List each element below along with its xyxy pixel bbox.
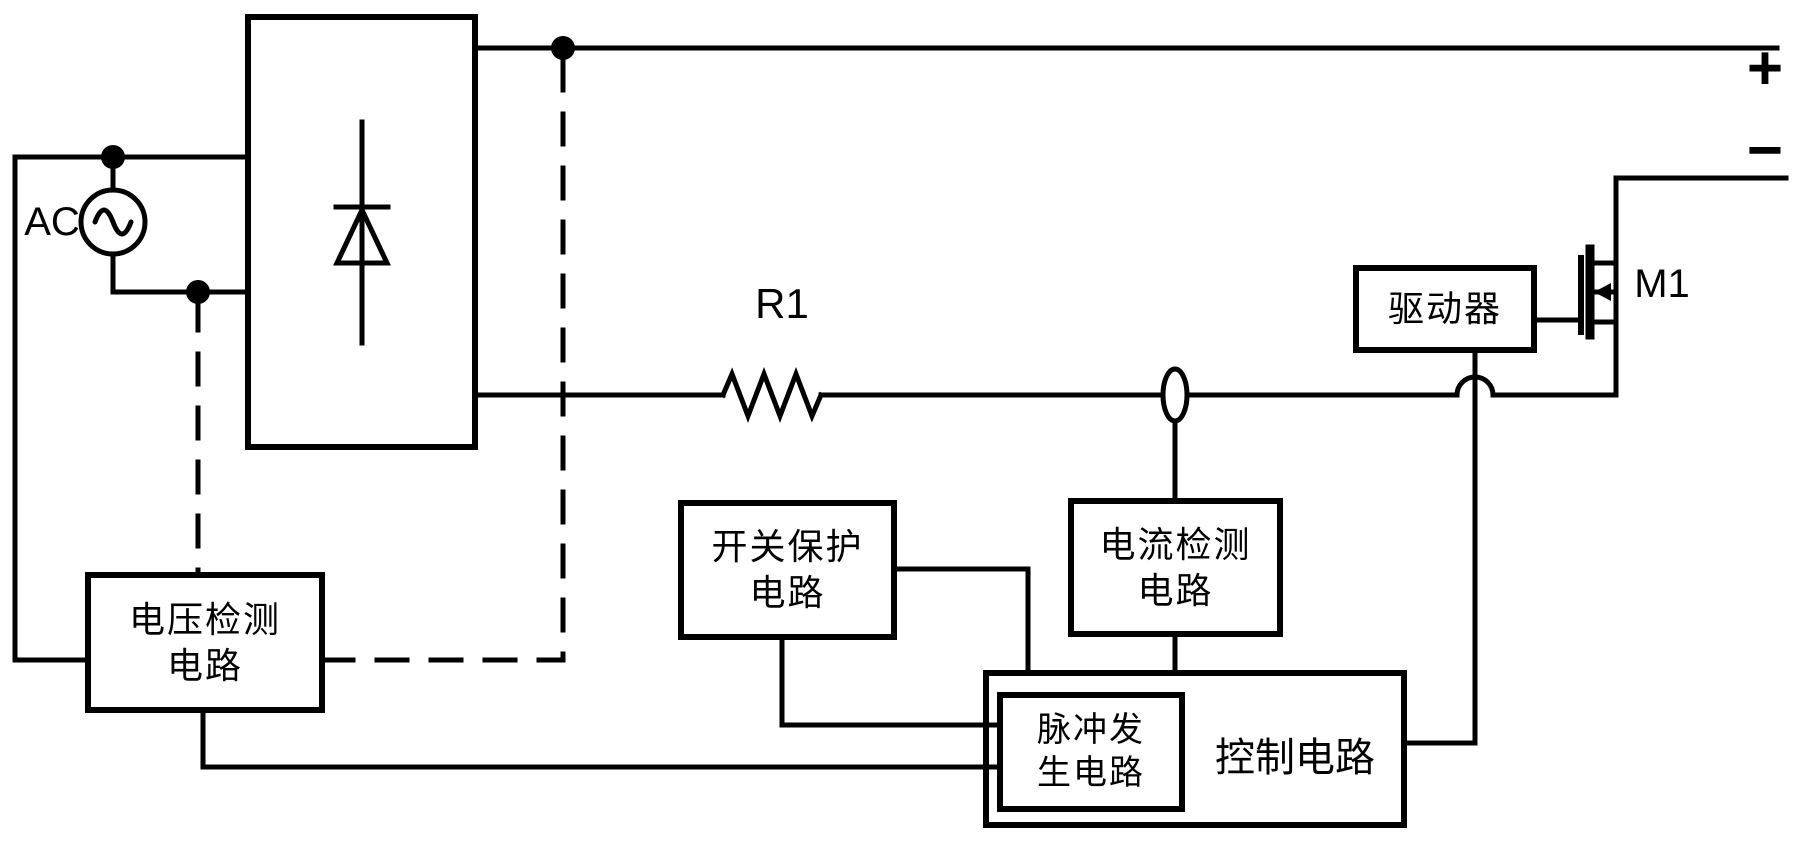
driver-box: 驱动器 — [1353, 265, 1537, 353]
control-circuit-label: 控制电路 — [1215, 736, 1375, 780]
wire-ac-bottom-terminal — [110, 250, 248, 295]
dashed-dc-sense-line — [322, 57, 566, 663]
voltage-detection-label-line1: 电压检测 — [128, 598, 281, 640]
pulse-generation-box: 脉冲发 生电路 — [997, 692, 1185, 812]
current-sensor-icon — [1160, 366, 1190, 424]
wire-ac-input-loop — [12, 154, 248, 663]
minus-terminal-label: − — [1746, 115, 1784, 185]
current-detection-label-line2: 电路 — [1137, 569, 1214, 611]
mosfet-label: M1 — [1634, 261, 1690, 306]
pulse-generation-label-line1: 脉冲发 — [1037, 711, 1145, 749]
current-detection-box: 电流检测 电路 — [1068, 498, 1283, 637]
ac-source-label: AC — [24, 199, 80, 244]
wire-driver-to-control — [1404, 350, 1478, 746]
wire-switch-protection-to-control — [894, 566, 1031, 673]
resistor-label: R1 — [755, 280, 809, 327]
diode-icon — [333, 204, 391, 266]
junction-dot — [551, 36, 575, 60]
control-circuit-box — [983, 670, 1407, 828]
ac-sine-icon — [92, 207, 134, 237]
voltage-detection-box: 电压检测 电路 — [85, 572, 325, 713]
switch-protection-label-line1: 开关保护 — [711, 526, 864, 567]
junction-dot — [186, 280, 210, 304]
switch-protection-box: 开关保护 电路 — [678, 500, 897, 640]
resistor-icon — [719, 366, 825, 424]
driver-label: 驱动器 — [1387, 288, 1502, 329]
current-detection-label-line1: 电流检测 — [1099, 523, 1252, 565]
plus-terminal-label: + — [1746, 33, 1784, 103]
pulse-generation-label-line2: 生电路 — [1037, 754, 1145, 792]
wire-voltage-detection-to-pulse — [200, 710, 1000, 770]
voltage-detection-label-line2: 电路 — [166, 644, 243, 686]
wire-switch-protection-to-pulse — [779, 637, 1000, 728]
junction-dot — [101, 145, 125, 169]
mosfet-arrow — [1594, 283, 1611, 301]
switch-protection-label-line2: 电路 — [749, 572, 826, 613]
rectifier-box — [245, 14, 478, 450]
